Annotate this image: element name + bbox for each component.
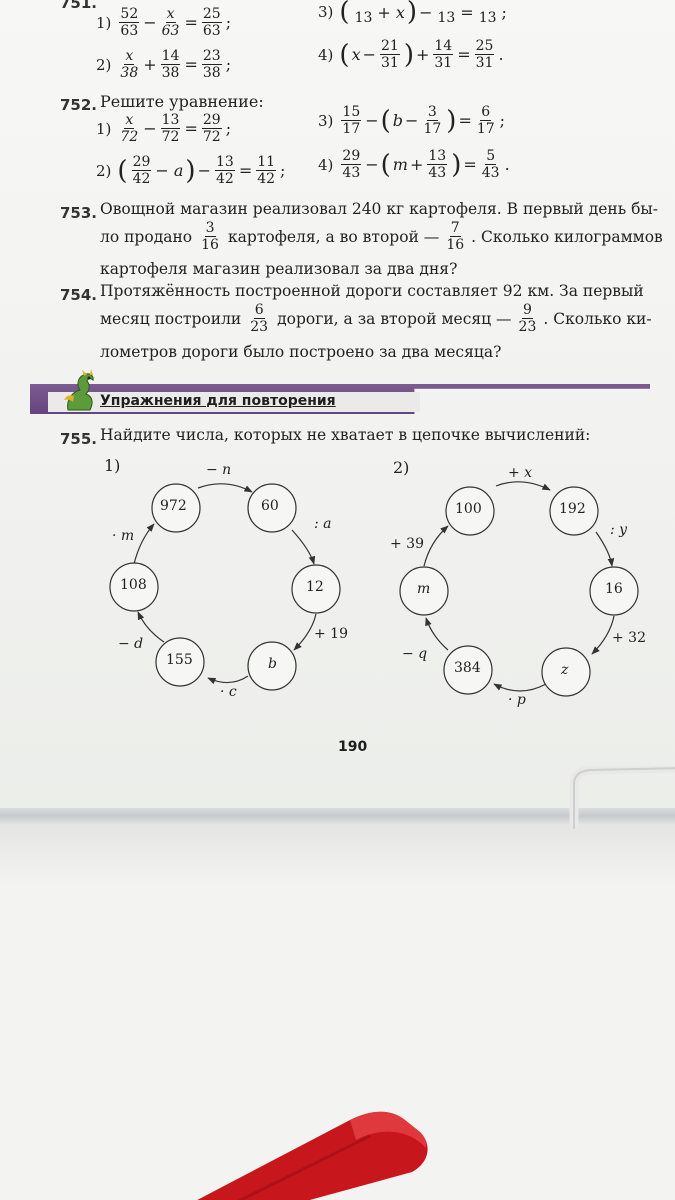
chain-1-arrow-4 [207,675,249,685]
page-number: 190 [338,739,368,755]
chain-2-op-2: : y [610,522,628,538]
chain-2-label: 2) [393,458,410,477]
chain-2-node-5 [443,645,493,695]
chain-2-arrow-3 [591,615,615,655]
ex751-item-3: 3) ( 13 + x ) − 13 = 13 ; [318,0,507,27]
chain-2-op-4: · p [508,692,526,708]
chain-2-arrow-6 [423,525,449,567]
chain-2-op-3: + 32 [612,630,646,646]
chain-1-node-5 [155,637,205,687]
chain-2-op-1: + x [508,465,533,481]
chain-2-op-5: − q [402,646,428,662]
chain-1-op-6: · m [112,528,135,544]
chains-diagram [109,481,639,697]
chain-1-value-4: b [268,656,277,672]
chain-2-arrow-2 [595,531,615,567]
page-shadow [0,824,675,884]
chain-1-node-6 [109,562,159,612]
chain-1-value-2: 60 [261,498,279,514]
chain-2-arrow-4 [493,683,547,692]
chain-1-label: 1) [104,456,121,475]
chain-1-node-1 [151,483,201,533]
exercise-753-line-1: Овощной магазин реализовал 240 кг картоф… [100,200,659,218]
page-bottom-edge [0,808,675,824]
chain-2-value-2: 192 [559,501,586,517]
chain-1-arrow-6 [133,523,155,565]
exercise-755-text: Найдите числа, которых не хватает в цепо… [100,426,591,444]
chain-1-arrow-2 [291,529,316,565]
chain-1-op-2: : a [314,516,332,532]
chain-1-value-1: 972 [160,498,187,514]
chain-1-value-5: 155 [166,652,193,668]
exercise-753-line-3: картофеля магазин реализовал за два дня? [100,260,458,278]
exercise-754-number: 754. [60,286,98,304]
chain-2-value-3: 16 [605,581,623,597]
exercise-754-line-3: лометров дороги было построено за два ме… [100,343,502,361]
chain-1-arrow-5 [137,611,165,643]
chain-2-node-3 [589,566,639,616]
chain-2-node-4 [541,647,591,697]
chain-2-value-6: m [417,581,431,597]
exercise-752-number: 752. [60,96,98,114]
chain-2-node-1 [445,486,495,536]
chain-1-node-4 [247,641,297,691]
chain-2-value-1: 100 [455,501,482,517]
chain-1-node-3 [291,564,341,614]
chain-1-op-4: · c [220,684,237,700]
chain-1-value-3: 12 [306,579,324,595]
chain-1-op-1: − n [206,462,232,478]
exercise-751-number: 751. [60,0,98,12]
chain-2-value-5: 384 [454,660,481,676]
chain-1-arrow-3 [293,613,317,651]
chain-2-value-4: z [561,662,569,678]
chain-2-node-2 [549,486,599,536]
section-banner-inner [48,392,420,412]
chain-2-arrow-5 [425,617,449,651]
dragon-mascot-icon [64,369,94,411]
exercise-753-number: 753. [60,204,98,222]
section-title: Упражнения для повторения [100,393,336,409]
chain-2-op-6: + 39 [390,536,424,552]
chain-2-node-6 [399,566,449,616]
red-marker [197,1111,428,1200]
chain-1-op-3: + 19 [314,626,348,642]
chain-1-node-2 [247,483,297,533]
book-stand-clip [569,766,675,830]
chain-1-value-6: 108 [120,577,147,593]
exercise-755-number: 755. [60,430,98,448]
chain-2-arrow-1 [495,481,551,491]
chain-1-arrow-1 [197,483,253,493]
chain-1-op-5: − d [118,636,144,652]
exercise-752-title: Решите уравнение: [100,92,264,111]
exercise-754-line-1: Протяжённость построенной дороги составл… [100,282,644,300]
